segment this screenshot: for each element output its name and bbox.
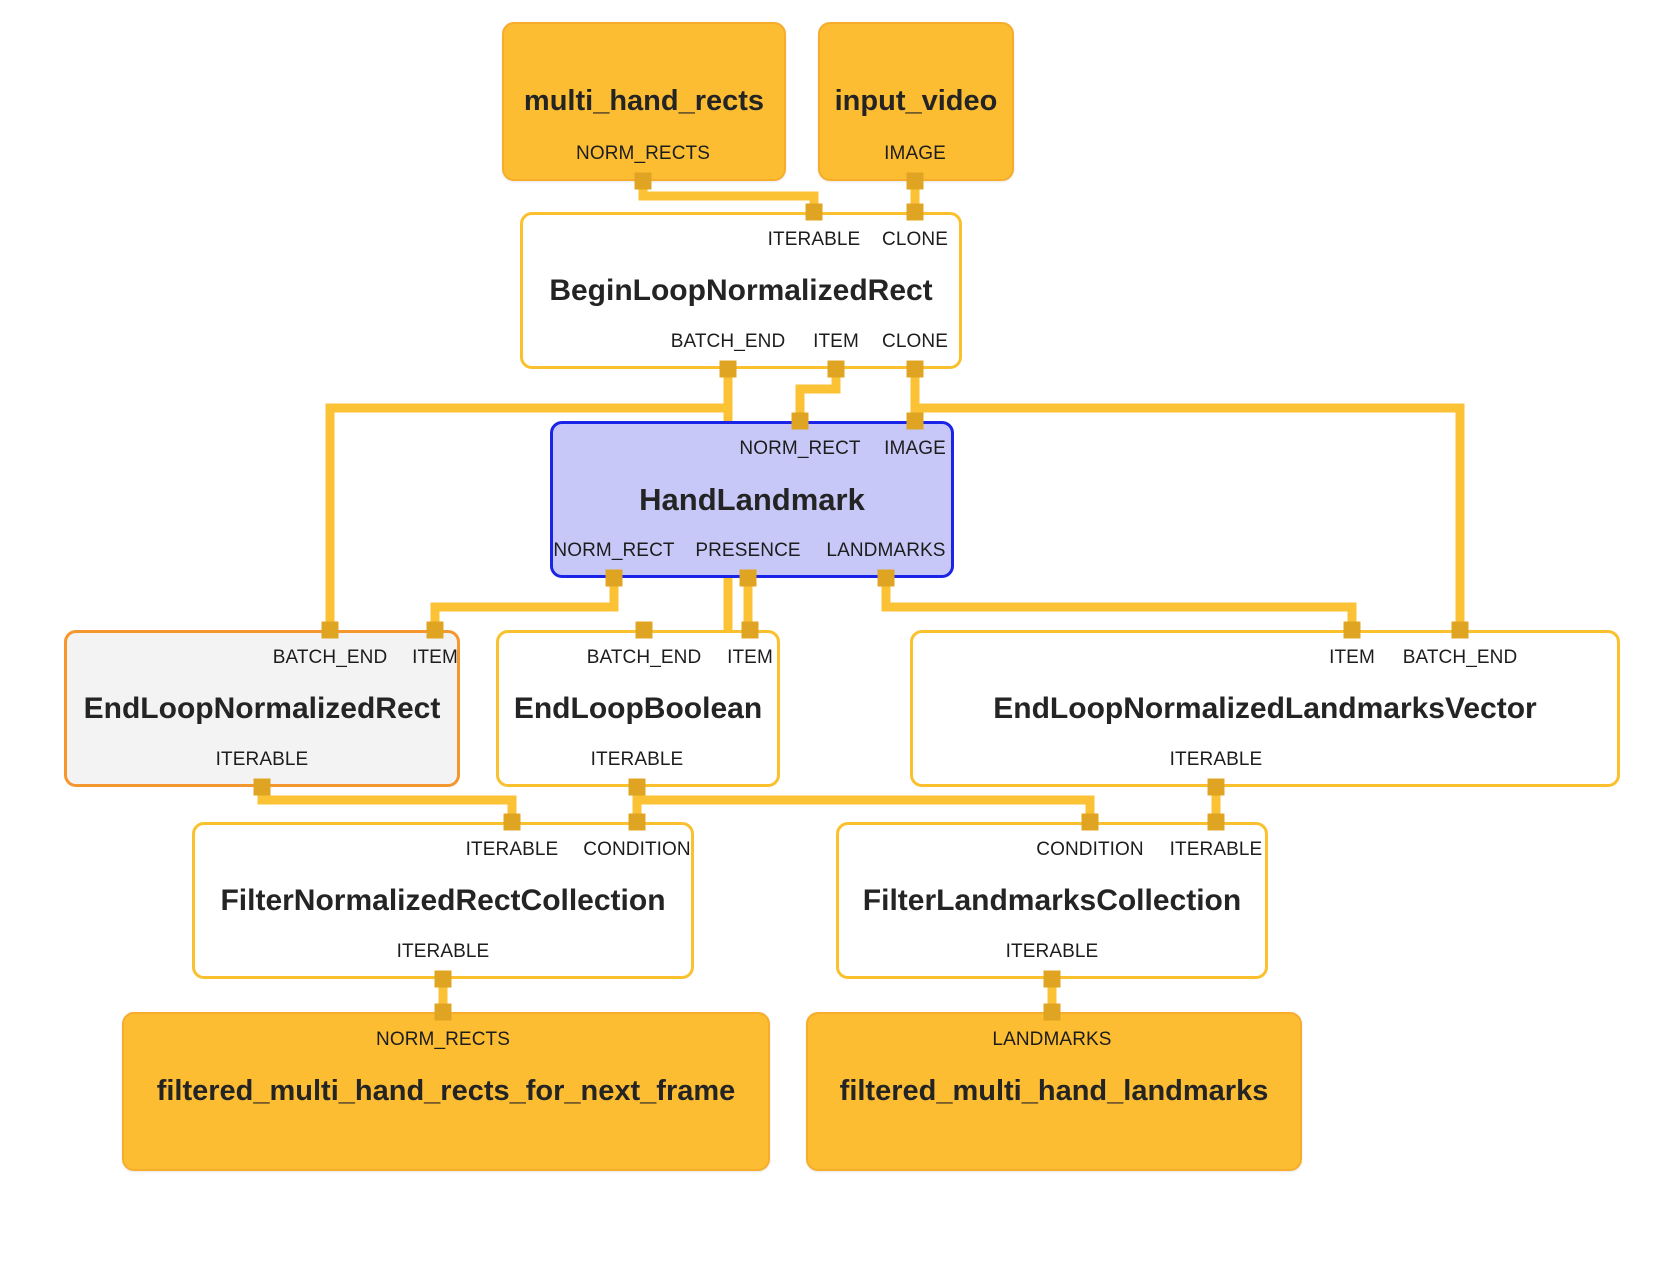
port-dot[interactable] — [628, 813, 646, 831]
input-port-FilterNormalizedRectCollection-condition[interactable]: CONDITION — [583, 839, 691, 860]
input-port-EndLoopBoolean-item[interactable]: ITEM — [727, 647, 773, 668]
port-dot[interactable] — [906, 203, 924, 221]
port-dot[interactable] — [741, 621, 759, 639]
input-port-BeginLoopNormalizedRect-clone[interactable]: CLONE — [882, 229, 948, 250]
input-port-EndLoopNormalizedRect-item[interactable]: ITEM — [412, 647, 458, 668]
node-BeginLoopNormalizedRect[interactable]: BeginLoopNormalizedRect — [520, 212, 962, 369]
output-port-BeginLoopNormalizedRect-item[interactable]: ITEM — [813, 331, 859, 352]
port-dot[interactable] — [426, 621, 444, 639]
node-title: filtered_multi_hand_landmarks — [839, 1075, 1269, 1107]
port-dot[interactable] — [1043, 1003, 1061, 1021]
node-title: input_video — [834, 85, 998, 117]
port-dot[interactable] — [719, 360, 737, 378]
output-port-HandLandmark-presence[interactable]: PRESENCE — [695, 540, 801, 561]
input-port-FilterLandmarksCollection-iterable[interactable]: ITERABLE — [1169, 839, 1263, 860]
input-port-EndLoopNormalizedLandmarksVector-batch_end[interactable]: BATCH_END — [1402, 647, 1518, 668]
port-dot[interactable] — [791, 412, 809, 430]
input-port-HandLandmark-image[interactable]: IMAGE — [884, 438, 946, 459]
edge — [638, 181, 819, 212]
output-port-BeginLoopNormalizedRect-clone[interactable]: CLONE — [882, 331, 948, 352]
edge — [881, 578, 1357, 630]
port-dot[interactable] — [1081, 813, 1099, 831]
node-title: multi_hand_rects — [523, 85, 765, 117]
port-dot[interactable] — [321, 621, 339, 639]
port-dot[interactable] — [739, 569, 757, 587]
edge — [637, 795, 1095, 822]
output-port-FilterLandmarksCollection-iterable[interactable]: ITERABLE — [1005, 941, 1099, 962]
output-port-FilterNormalizedRectCollection-iterable[interactable]: ITERABLE — [396, 941, 490, 962]
port-dot[interactable] — [805, 203, 823, 221]
port-dot[interactable] — [1451, 621, 1469, 639]
port-dot[interactable] — [1043, 970, 1061, 988]
input-port-FilterLandmarksCollection-condition[interactable]: CONDITION — [1036, 839, 1144, 860]
edge — [430, 578, 619, 630]
input-port-filtered_multi_hand_rects_for_next_frame-norm_rects[interactable]: NORM_RECTS — [375, 1029, 511, 1050]
port-dot[interactable] — [434, 970, 452, 988]
input-port-HandLandmark-norm_rect[interactable]: NORM_RECT — [739, 438, 861, 459]
node-title: HandLandmark — [639, 482, 865, 517]
output-port-EndLoopBoolean-iterable[interactable]: ITERABLE — [590, 749, 684, 770]
port-dot[interactable] — [634, 172, 652, 190]
port-dot[interactable] — [906, 172, 924, 190]
output-port-EndLoopNormalizedLandmarksVector-iterable[interactable]: ITERABLE — [1169, 749, 1263, 770]
port-dot[interactable] — [1207, 778, 1225, 796]
output-port-HandLandmark-norm_rect[interactable]: NORM_RECT — [553, 540, 675, 561]
node-title: BeginLoopNormalizedRect — [549, 273, 933, 307]
output-port-multi_hand_rects-norm_rects[interactable]: NORM_RECTS — [575, 143, 711, 164]
edge — [257, 787, 517, 822]
input-port-EndLoopBoolean-batch_end[interactable]: BATCH_END — [586, 647, 702, 668]
node-title: FilterLandmarksCollection — [862, 883, 1242, 917]
node-title: EndLoopNormalizedRect — [83, 691, 441, 725]
port-dot[interactable] — [253, 778, 271, 796]
port-dot[interactable] — [503, 813, 521, 831]
port-dot[interactable] — [1343, 621, 1361, 639]
port-dot[interactable] — [635, 621, 653, 639]
output-port-HandLandmark-landmarks[interactable]: LANDMARKS — [826, 540, 946, 561]
port-dot[interactable] — [906, 412, 924, 430]
output-port-input_video-image[interactable]: IMAGE — [884, 143, 946, 164]
port-dot[interactable] — [906, 360, 924, 378]
input-port-filtered_multi_hand_landmarks-landmarks[interactable]: LANDMARKS — [992, 1029, 1112, 1050]
node-title: filtered_multi_hand_rects_for_next_frame — [156, 1075, 736, 1107]
node-title: FilterNormalizedRectCollection — [220, 883, 666, 917]
port-dot[interactable] — [1207, 813, 1225, 831]
input-port-EndLoopNormalizedLandmarksVector-item[interactable]: ITEM — [1329, 647, 1375, 668]
input-port-BeginLoopNormalizedRect-iterable[interactable]: ITERABLE — [767, 229, 861, 250]
port-dot[interactable] — [877, 569, 895, 587]
node-title: EndLoopNormalizedLandmarksVector — [993, 691, 1537, 725]
input-port-EndLoopNormalizedRect-batch_end[interactable]: BATCH_END — [272, 647, 388, 668]
output-port-EndLoopNormalizedRect-iterable[interactable]: ITERABLE — [215, 749, 309, 770]
port-dot[interactable] — [628, 778, 646, 796]
output-port-BeginLoopNormalizedRect-batch_end[interactable]: BATCH_END — [670, 331, 786, 352]
port-dot[interactable] — [434, 1003, 452, 1021]
node-title: EndLoopBoolean — [513, 691, 763, 725]
port-dot[interactable] — [605, 569, 623, 587]
edge — [910, 369, 1465, 630]
port-dot[interactable] — [827, 360, 845, 378]
input-port-FilterNormalizedRectCollection-iterable[interactable]: ITERABLE — [465, 839, 559, 860]
